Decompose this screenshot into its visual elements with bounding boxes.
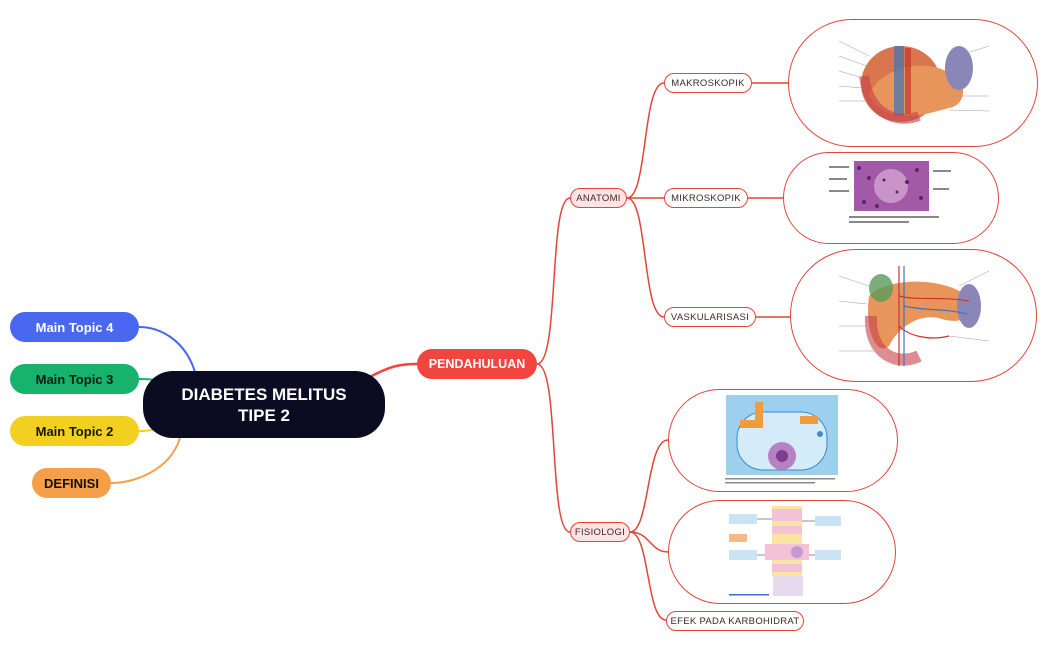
efek-karbohidrat-subtopic[interactable]: EFEK PADA KARBOHIDRAT <box>666 611 804 631</box>
insulin-effect-flowchart-image <box>727 506 842 600</box>
anatomi-label: ANATOMI <box>576 192 621 204</box>
mikroskopik-label: MIKROSKOPIK <box>671 192 741 204</box>
islet-cell-diagram-image-node[interactable] <box>668 389 898 492</box>
fisiologi-subtopic[interactable]: FISIOLOGI <box>570 522 630 542</box>
islet-cell-diagram-image <box>725 394 840 488</box>
main-topic-2[interactable]: Main Topic 2 <box>10 416 139 446</box>
main-topic-3[interactable]: Main Topic 3 <box>10 364 139 394</box>
main-topic-4[interactable]: Main Topic 4 <box>10 312 139 342</box>
central-topic[interactable]: DIABETES MELITUS TIPE 2 <box>143 371 385 438</box>
efek-karbohidrat-label: EFEK PADA KARBOHIDRAT <box>670 615 800 627</box>
insulin-effect-flowchart-image-node[interactable] <box>668 500 896 604</box>
mikroskopik-subtopic[interactable]: MIKROSKOPIK <box>664 188 748 208</box>
vaskularisasi-label: VASKULARISASI <box>670 311 750 323</box>
central-title-line1: DIABETES MELITUS <box>181 384 347 404</box>
makroskopik-label: MAKROSKOPIK <box>671 77 745 89</box>
vaskularisasi-subtopic[interactable]: VASKULARISASI <box>664 307 756 327</box>
main-topic-3-label: Main Topic 3 <box>35 371 114 387</box>
pancreas-anatomy-image-node[interactable] <box>788 19 1038 147</box>
pancreas-vasculature-image-node[interactable] <box>790 249 1037 382</box>
fisiologi-label: FISIOLOGI <box>574 526 626 538</box>
main-topic-4-label: Main Topic 4 <box>35 319 114 335</box>
pancreas-anatomy-image <box>839 26 989 140</box>
pendahuluan-topic[interactable]: PENDAHULUAN <box>417 349 537 379</box>
definisi-label: DEFINISI <box>44 475 99 491</box>
central-title-line2: TIPE 2 <box>238 405 290 425</box>
pendahuluan-label: PENDAHULUAN <box>428 357 526 371</box>
makroskopik-subtopic[interactable]: MAKROSKOPIK <box>664 73 752 93</box>
main-topic-2-label: Main Topic 2 <box>35 423 114 439</box>
anatomi-subtopic[interactable]: ANATOMI <box>570 188 627 208</box>
pancreas-histology-image <box>829 158 954 238</box>
pancreas-vasculature-image <box>839 256 989 376</box>
pancreas-histology-image-node[interactable] <box>783 152 999 244</box>
definisi-topic[interactable]: DEFINISI <box>32 468 111 498</box>
